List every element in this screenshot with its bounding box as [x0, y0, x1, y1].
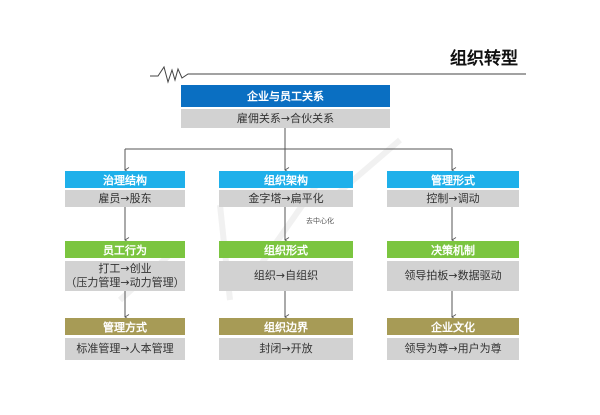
org-form-header: 组织形式 [219, 241, 353, 258]
management-form-body: 控制→调动 [387, 190, 519, 207]
page-title: 组织转型 [450, 49, 518, 69]
management-form-header: 管理形式 [387, 171, 519, 188]
decentralization-note: 去中心化 [306, 217, 334, 225]
org-structure-header: 组织架构 [219, 171, 353, 188]
top-header: 企业与员工关系 [181, 85, 390, 107]
employee-behavior-header: 员工行为 [65, 241, 185, 258]
governance-body: 雇员→股东 [65, 190, 185, 207]
corporate-culture-body: 领导为尊→用户为尊 [387, 338, 519, 360]
employee-behavior-body: 打工→创业 （压力管理→动力管理） [65, 261, 185, 291]
org-boundary-header: 组织边界 [219, 318, 353, 335]
body-line: （压力管理→动力管理） [65, 276, 185, 289]
org-structure-body: 金字塔→扁平化 [219, 190, 353, 207]
decision-mechanism-body: 领导拍板→数据驱动 [387, 261, 519, 291]
management-method-body: 标准管理→人本管理 [65, 338, 185, 360]
org-form-body: 组织→自组织 [219, 261, 353, 291]
top-body: 雇佣关系→合伙关系 [181, 109, 390, 128]
zigzag-line [150, 65, 526, 84]
body-line: 打工→创业 [98, 262, 152, 275]
org-boundary-body: 封闭→开放 [219, 338, 353, 360]
management-method-header: 管理方式 [65, 318, 185, 335]
governance-header: 治理结构 [65, 171, 185, 188]
decision-mechanism-header: 决策机制 [387, 241, 519, 258]
corporate-culture-header: 企业文化 [387, 318, 519, 335]
